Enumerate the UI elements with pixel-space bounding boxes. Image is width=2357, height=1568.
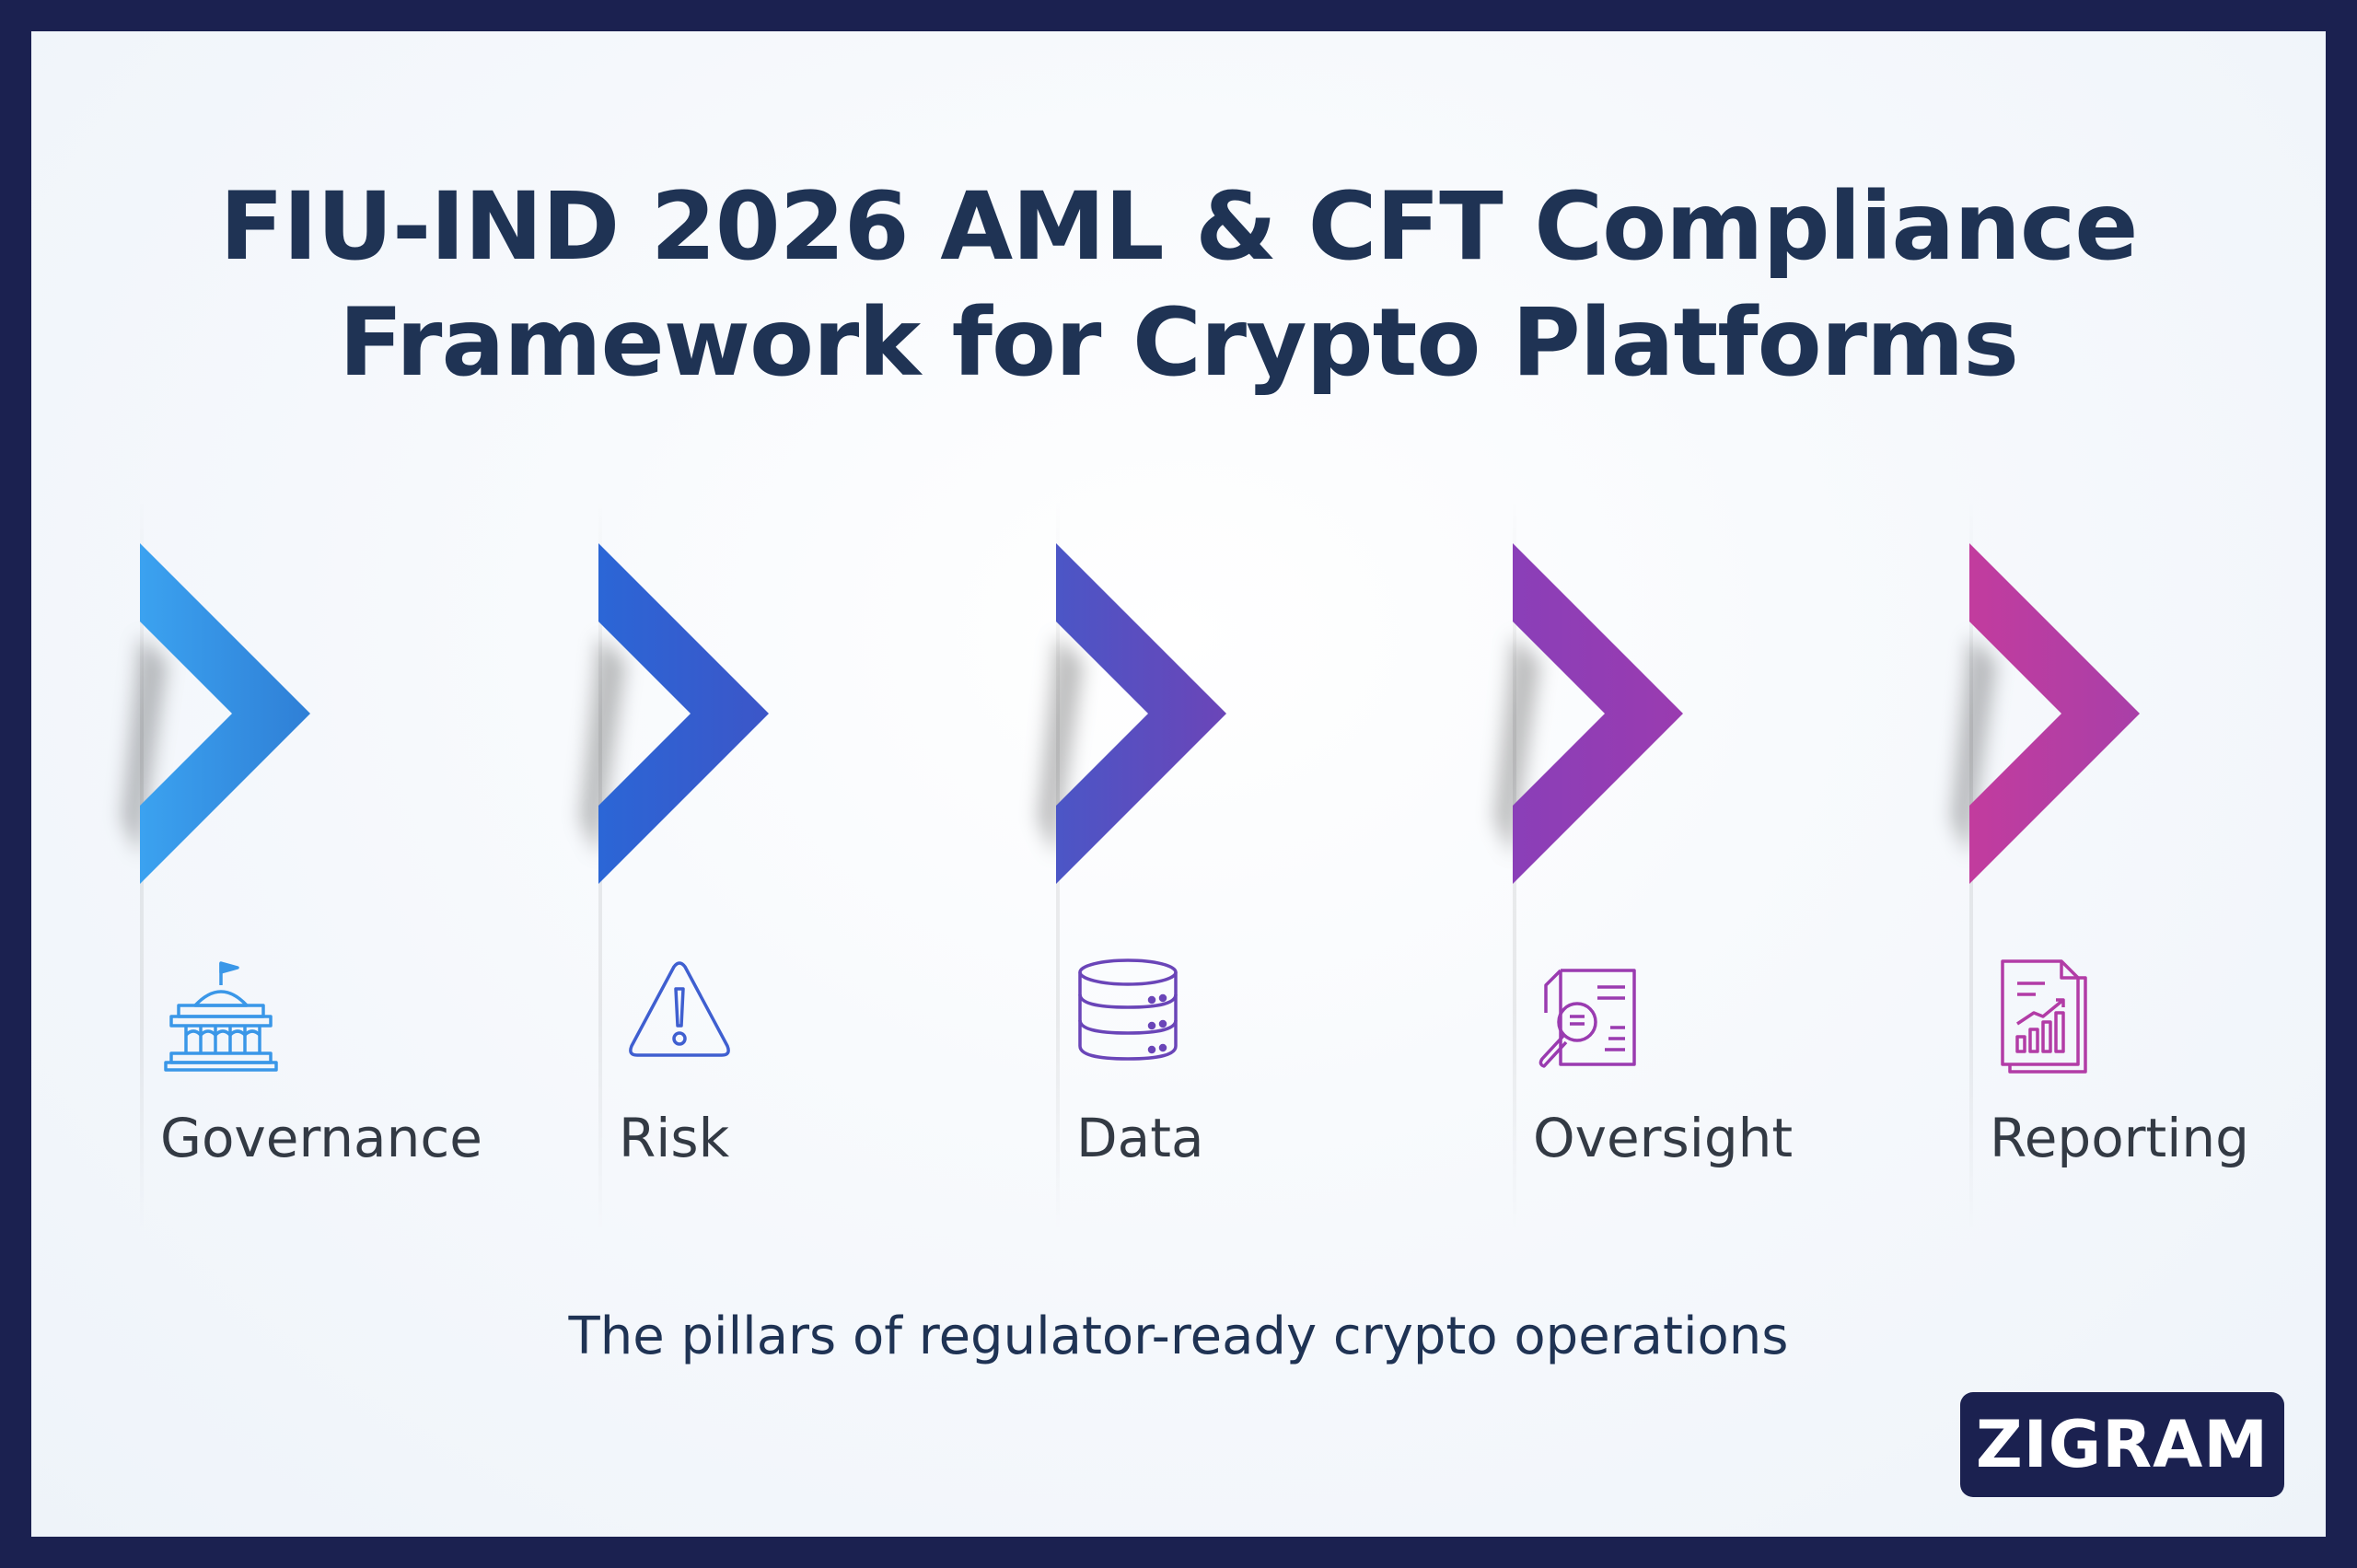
- pillar-reporting: Reporting: [1951, 470, 2326, 1265]
- pillar-risk: Risk: [580, 470, 1031, 1265]
- chevron-arrow-icon: [122, 543, 310, 884]
- government-building-icon: [160, 958, 282, 1079]
- logo-text: ZIGRAM: [1976, 1407, 2269, 1482]
- chevron-arrow-icon: [580, 543, 769, 884]
- warning-triangle-icon: [619, 958, 740, 1079]
- zigram-logo: ZIGRAM: [1960, 1392, 2284, 1497]
- pillar-label: Oversight: [1533, 1107, 1794, 1169]
- pillar-data: Data: [1038, 470, 1489, 1265]
- pillar-governance: Governance: [122, 470, 573, 1265]
- infographic-frame: FIU-IND 2026 AML & CFT Compliance Framew…: [31, 31, 2326, 1537]
- pillar-label: Risk: [619, 1107, 730, 1169]
- chevron-arrow-icon: [1494, 543, 1683, 884]
- pillar-label: Reporting: [1990, 1107, 2249, 1169]
- pillar-label: Governance: [160, 1107, 482, 1169]
- pillar-oversight: Oversight: [1494, 470, 1945, 1265]
- title-line-1: FIU-IND 2026 AML & CFT Compliance: [219, 172, 2139, 282]
- chevron-arrow-icon: [1038, 543, 1226, 884]
- document-search-icon: [1533, 958, 1655, 1079]
- chevron-arrow-icon: [1951, 543, 2140, 884]
- report-chart-icon: [1990, 958, 2111, 1079]
- page-title: FIU-IND 2026 AML & CFT Compliance Framew…: [31, 169, 2326, 401]
- title-line-2: Framework for Crypto Platforms: [338, 288, 2019, 398]
- subtitle: The pillars of regulator-ready crypto op…: [568, 1307, 1789, 1366]
- pillar-label: Data: [1076, 1107, 1204, 1169]
- database-icon: [1076, 958, 1198, 1079]
